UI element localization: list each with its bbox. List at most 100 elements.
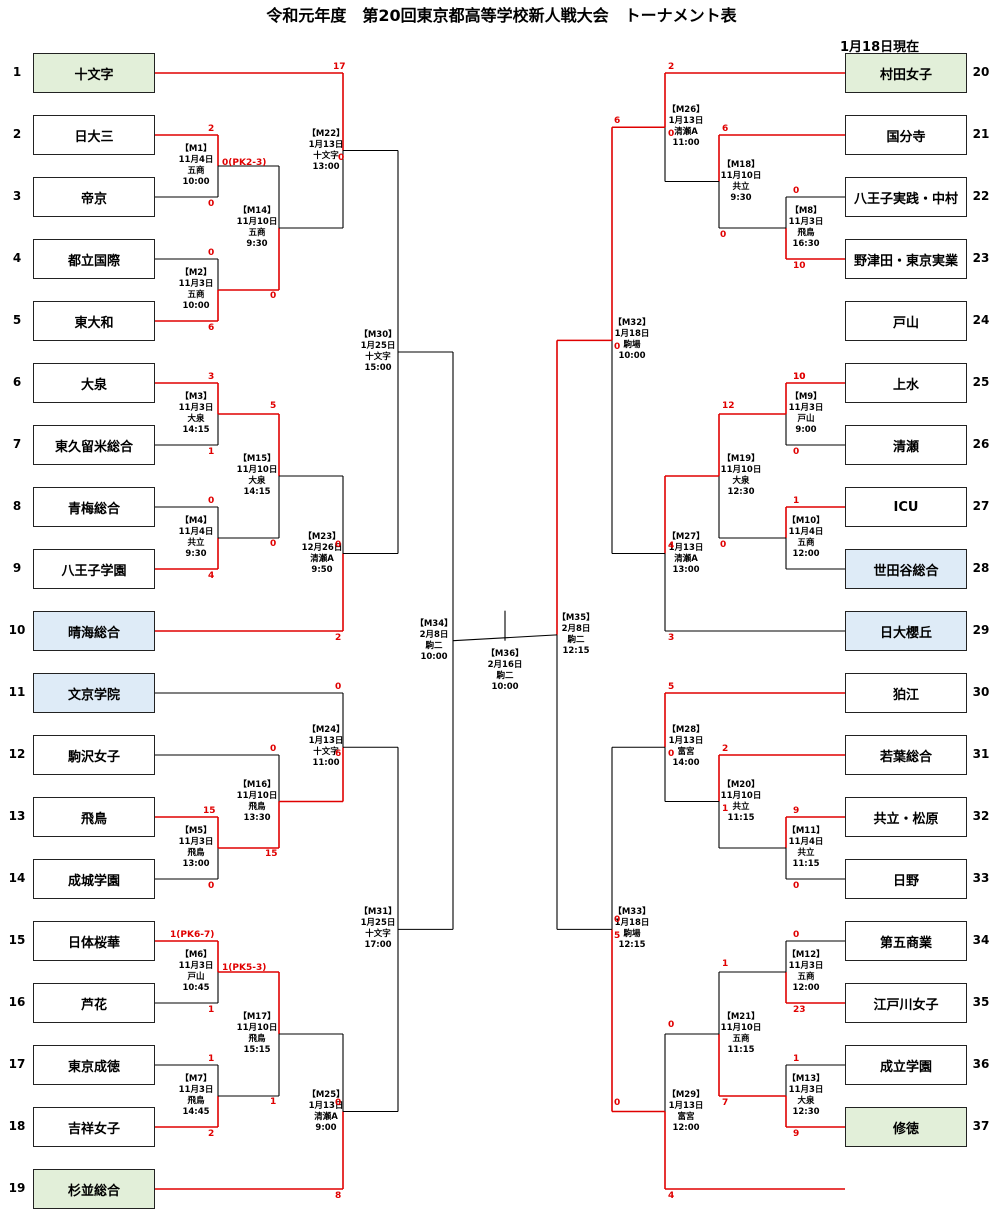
team-box: 杉並総合 (33, 1169, 155, 1209)
score-label: 9 (793, 806, 800, 816)
score-label: 15 (265, 849, 278, 859)
seed-number: 26 (972, 437, 990, 451)
team-box: 日体桜華 (33, 921, 155, 961)
score-label: 0 (793, 186, 800, 196)
score-label: 6 (722, 124, 729, 134)
score-label: 1 (722, 959, 729, 969)
match-info: 【M20】 11月10日 共立 11:15 (720, 779, 762, 823)
seed-number: 6 (12, 375, 22, 389)
team-box: 大泉 (33, 363, 155, 403)
seed-number: 34 (972, 933, 990, 947)
team-box: 文京学院 (33, 673, 155, 713)
seed-number: 8 (12, 499, 22, 513)
match-info: 【M15】 11月10日 大泉 14:15 (236, 454, 278, 497)
match-info: 【M4】 11月4日 共立 9:30 (178, 516, 214, 559)
score-label: 4 (668, 540, 675, 551)
score-label: 0 (793, 447, 800, 457)
seed-number: 1 (12, 65, 22, 79)
score-label: 1(PK5-3) (222, 963, 267, 973)
score-label: 2 (668, 62, 675, 72)
seed-number: 29 (972, 623, 990, 637)
team-box: 世田谷総合 (845, 549, 967, 589)
team-box: ICU (845, 487, 967, 527)
match-info: 【M25】 1月13日 清瀬A 9:00 (307, 1089, 345, 1133)
score-label: 3 (668, 633, 675, 643)
score-label: 2 (335, 633, 342, 643)
score-label: 1(PK6-7) (170, 930, 215, 940)
team-box: 青梅総合 (33, 487, 155, 527)
seed-number: 30 (972, 685, 990, 699)
score-label: 0 (208, 496, 215, 506)
score-label: 10 (793, 372, 806, 382)
match-info: 【M21】 11月10日 五商 11:15 (720, 1012, 762, 1055)
seed-number: 15 (8, 933, 26, 947)
seed-number: 18 (8, 1119, 26, 1133)
score-label: 6 (335, 749, 342, 760)
team-box: 狛江 (845, 673, 967, 713)
score-label: 1 (793, 496, 800, 506)
match-info: 【M16】 11月10日 飛鳥 13:30 (236, 779, 278, 823)
team-box: 十文字 (33, 53, 155, 93)
score-label: 17 (333, 62, 346, 72)
team-box: 成城学園 (33, 859, 155, 899)
team-box: 戸山 (845, 301, 967, 341)
match-info: 【M10】 11月4日 五商 12:00 (787, 516, 825, 559)
score-label: 12 (722, 401, 735, 411)
team-box: 芦花 (33, 983, 155, 1023)
score-label: 1 (793, 1054, 800, 1064)
match-info: 【M14】 11月10日 五商 9:30 (236, 206, 278, 249)
score-label: 1 (270, 1097, 277, 1107)
team-box: 村田女子 (845, 53, 967, 93)
match-info: 【M23】 12月26日 清瀬A 9:50 (301, 531, 343, 575)
seed-number: 35 (972, 995, 990, 1009)
team-box: 上水 (845, 363, 967, 403)
seed-number: 22 (972, 189, 990, 203)
seed-number: 5 (12, 313, 22, 327)
team-box: 日野 (845, 859, 967, 899)
score-label: 0 (614, 915, 621, 926)
team-box: 八王子実践・中村 (845, 177, 967, 217)
team-box: 帝京 (33, 177, 155, 217)
seed-number: 16 (8, 995, 26, 1009)
match-info: 【M8】 11月3日 飛鳥 16:30 (788, 206, 824, 249)
score-label: 9 (793, 1129, 800, 1139)
score-label: 10 (793, 372, 806, 382)
match-info: 【M36】 2月16日 駒二 10:00 (486, 648, 524, 692)
team-box: 清瀬 (845, 425, 967, 465)
match-info: 【M9】 11月3日 戸山 9:00 (788, 392, 824, 435)
match-info: 【M5】 11月3日 飛鳥 13:00 (178, 826, 214, 869)
score-label: 6 (208, 323, 215, 333)
score-label: 0 (208, 199, 215, 209)
score-label: 1 (208, 1005, 215, 1015)
match-info: 【M11】 11月4日 共立 11:15 (787, 826, 825, 869)
match-info: 【M27】 1月13日 清瀬A 13:00 (667, 531, 705, 575)
seed-number: 3 (12, 189, 22, 203)
seed-number: 36 (972, 1057, 990, 1071)
team-box: 東大和 (33, 301, 155, 341)
score-label: 0 (668, 129, 675, 140)
match-info: 【M18】 11月10日 共立 9:30 (720, 159, 762, 203)
team-box: 野津田・東京実業 (845, 239, 967, 279)
score-label: 4 (668, 1191, 675, 1201)
team-box: 東京成徳 (33, 1045, 155, 1085)
score-label: 5 (668, 682, 675, 692)
score-label: 1 (208, 447, 215, 457)
score-label: 7 (722, 1098, 729, 1108)
score-label: 1 (722, 803, 729, 814)
match-info: 【M1】 11月4日 五商 10:00 (178, 144, 214, 187)
as-of-date: 1月18日現在 (840, 40, 920, 55)
seed-number: 27 (972, 499, 990, 513)
match-info: 【M22】 1月13日 十文字 13:00 (307, 128, 345, 172)
score-label: 0 (668, 749, 675, 760)
score-label: 0 (793, 930, 800, 940)
page-title: 令和元年度 第20回東京都高等学校新人戦大会 トーナメント表 (266, 6, 737, 25)
score-label: 8 (335, 1191, 342, 1201)
match-info: 【M24】 1月13日 十文字 11:00 (307, 725, 345, 769)
seed-number: 37 (972, 1119, 990, 1133)
match-info: 【M7】 11月3日 飛鳥 14:45 (178, 1074, 214, 1117)
score-label: 0(PK2-3) (222, 158, 267, 168)
seed-number: 12 (8, 747, 26, 761)
score-label: 0 (720, 540, 727, 550)
seed-number: 31 (972, 747, 990, 761)
score-label: 2 (208, 124, 215, 134)
